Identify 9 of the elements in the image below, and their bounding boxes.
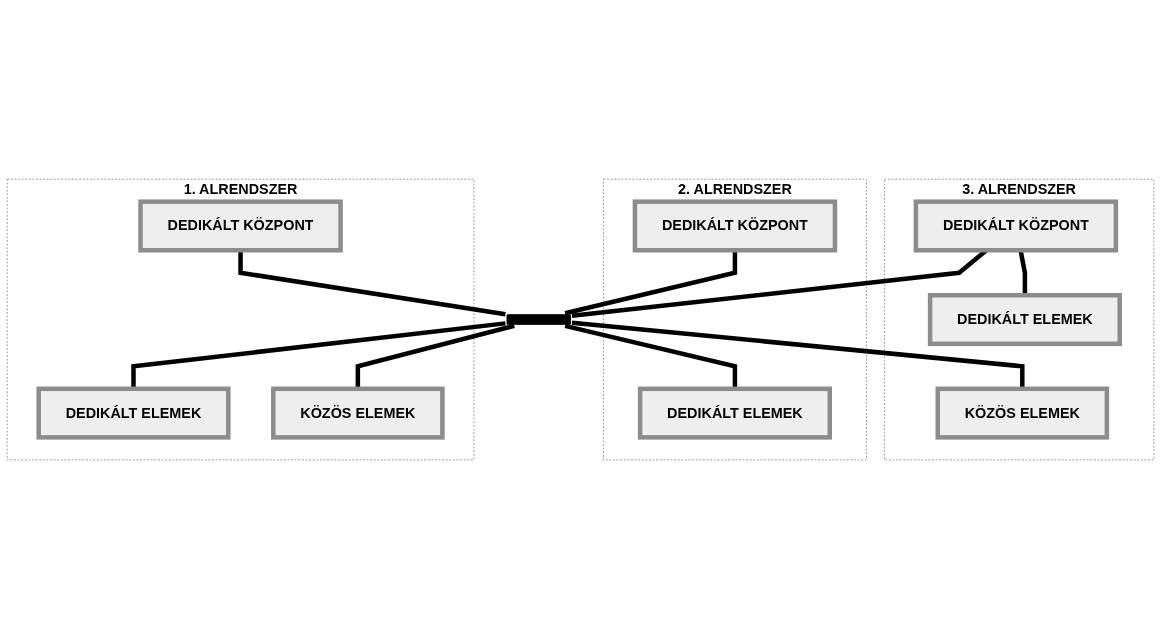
node-box: DEDIKÁLT ELEMEK	[36, 387, 231, 441]
connector	[1018, 250, 1028, 296]
node-box: KÖZÖS ELEMEK	[935, 387, 1110, 441]
node-box: DEDIKÁLT KÖZPONT	[913, 199, 1119, 253]
node-box: DEDIKÁLT ELEMEK	[927, 293, 1122, 347]
node-box: DEDIKÁLT KÖZPONT	[632, 199, 838, 253]
node-box: KÖZÖS ELEMEK	[271, 387, 445, 441]
node-box: DEDIKÁLT ELEMEK	[637, 387, 832, 441]
node-box: DEDIKÁLT KÖZPONT	[138, 199, 343, 253]
